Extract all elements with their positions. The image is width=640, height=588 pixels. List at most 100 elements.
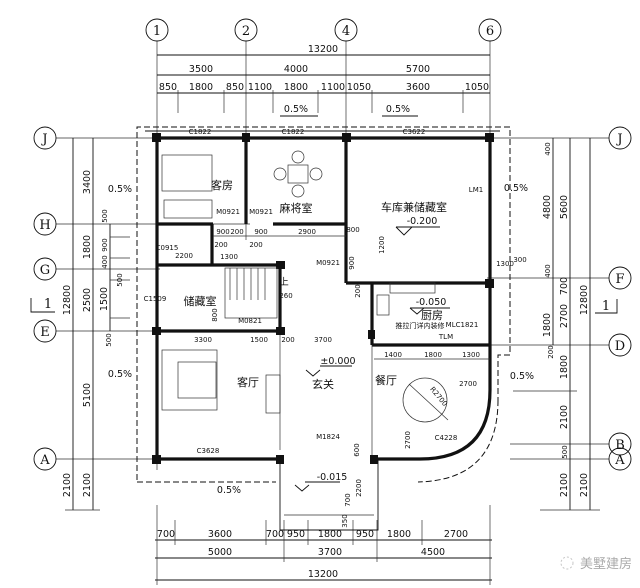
opening-labels: C1822 C1822 C3622 LM1 M0921 M0921 M0921 …	[144, 128, 484, 455]
dim: 500	[101, 209, 109, 222]
dim: 1800	[542, 313, 553, 337]
axis-bubbles-top: 1 2 4 6	[145, 18, 502, 42]
dim: 1100	[248, 82, 272, 93]
section-mark-left	[30, 298, 55, 313]
dim: 1400	[384, 351, 402, 359]
room-mahjong: 麻将室	[280, 201, 313, 215]
dim: 950	[287, 529, 305, 540]
axis-label: 4	[342, 24, 350, 39]
dim: 1300	[462, 351, 480, 359]
dim: 200	[214, 241, 227, 249]
tv-cabinet-icon	[265, 374, 281, 414]
dim: 700	[344, 493, 352, 506]
window-label: C3622	[403, 128, 426, 136]
window-label: C1509	[144, 295, 167, 303]
stair-step-label: 260	[279, 292, 292, 300]
window-label: C1822	[189, 128, 212, 136]
right-dimensions: 400 4800 400 1800 200 1800 5600 700 2700…	[496, 138, 618, 511]
dim: 700	[266, 529, 284, 540]
dim: 500	[105, 333, 113, 346]
window-label: C1822	[282, 128, 305, 136]
dim: 600	[353, 443, 361, 456]
room-storage: 储藏室	[184, 294, 217, 308]
dim: 1800	[284, 82, 308, 93]
elevation-porch: -0.015	[317, 472, 348, 483]
dim: 1200	[378, 236, 386, 254]
watermark: 美墅建房	[560, 556, 632, 572]
dim: 700	[157, 529, 175, 540]
room-foyer: 玄关	[312, 377, 334, 391]
dim: 900	[101, 238, 109, 251]
dim: 1300	[496, 260, 514, 268]
axis-label: G	[40, 263, 50, 278]
dim: 3300	[194, 336, 212, 344]
axis-bubble-4	[334, 18, 358, 42]
dim: 2100	[559, 473, 570, 497]
window-label: C4228	[435, 434, 458, 442]
section-mark-right	[595, 299, 618, 314]
slope-label: 0.5%	[284, 104, 308, 115]
window-label: C3628	[197, 447, 220, 455]
dim: 5000	[208, 547, 232, 558]
mahjong-table-icon	[287, 164, 309, 184]
wardrobe-icon	[163, 199, 213, 219]
dim: 500	[561, 445, 569, 458]
dim: 700	[559, 277, 570, 295]
axis-label: 2	[242, 24, 250, 39]
door-label: M0921	[249, 208, 273, 216]
dim: 900	[254, 228, 267, 236]
elevation-marks: -0.200 -0.050 ±0.000 -0.015	[294, 216, 450, 492]
dim: 4800	[542, 195, 553, 219]
room-kitchen: 厨房	[421, 309, 443, 322]
rug-icon	[177, 361, 217, 399]
dim-total: 13200	[308, 44, 338, 55]
dim: 500	[116, 273, 124, 286]
dim: 400	[101, 255, 109, 268]
dim: 200	[354, 284, 362, 297]
dim-total: 13200	[308, 569, 338, 580]
room-guest: 客房	[211, 178, 233, 192]
dim: 3500	[189, 64, 213, 75]
dim: 3400	[82, 170, 93, 194]
cabinet-icon	[389, 282, 436, 294]
slope-label: 0.5%	[108, 369, 132, 380]
dim: 2100	[82, 473, 93, 497]
dim: 1500	[99, 287, 110, 311]
dim: 5600	[559, 195, 570, 219]
dim: 900	[216, 228, 229, 236]
axis-bubble-2	[234, 18, 258, 42]
dim: 3700	[318, 547, 342, 558]
furniture	[161, 150, 449, 423]
slope-label: 0.5%	[504, 183, 528, 194]
slope-label: 0.5%	[108, 184, 132, 195]
axis-bubble-1	[145, 18, 169, 42]
door-label: LM1	[469, 186, 483, 194]
dim: 1050	[465, 82, 489, 93]
door-label: M1824	[316, 433, 340, 441]
apron-outline: 0.5%	[136, 126, 511, 496]
axis-label: E	[40, 325, 50, 340]
door-label: M0921	[316, 259, 340, 267]
dim: 800	[211, 308, 219, 321]
room-labels: 客房 麻将室 车库兼储藏室 储藏室 厨房 客厅 玄关 餐厅	[184, 178, 448, 391]
door-label: TLM	[438, 333, 453, 341]
axis-label: H	[39, 218, 50, 233]
axis-label: D	[615, 339, 625, 354]
dim: 1050	[347, 82, 371, 93]
dim: 200	[230, 228, 243, 236]
sink-icon	[376, 294, 390, 316]
dim: 200	[281, 336, 294, 344]
axis-label: F	[615, 272, 624, 287]
slope-label: 0.5%	[217, 485, 241, 496]
axis-label: A	[39, 453, 50, 468]
dim: 1800	[189, 82, 213, 93]
dim: 3600	[406, 82, 430, 93]
top-dimensions: 13200 3500 4000 5700 850 1800 850 1100 1…	[157, 44, 490, 117]
axis-label: 1	[153, 24, 161, 39]
dim: 2700	[559, 304, 570, 328]
dim: 4500	[421, 547, 445, 558]
dim: 900	[348, 256, 356, 269]
dim: 850	[159, 82, 177, 93]
door-label: M0821	[238, 317, 262, 325]
axis-bubbles-right: J F D B A	[608, 126, 632, 471]
